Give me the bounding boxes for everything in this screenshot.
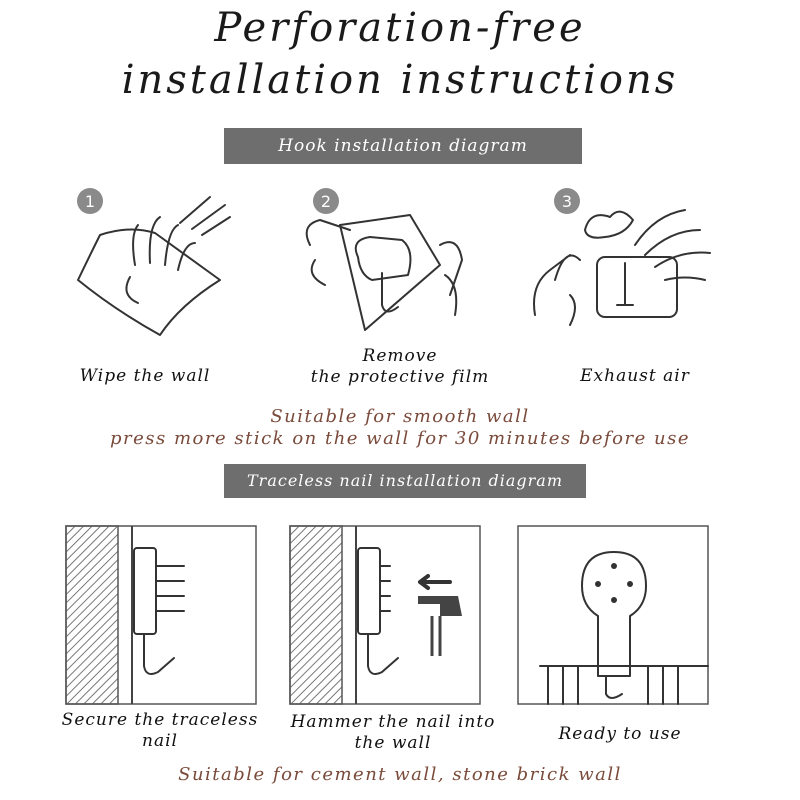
step-1-caption: Wipe the wall xyxy=(79,366,211,386)
nail-note: Suitable for cement wall, stone brick wa… xyxy=(178,764,622,785)
step-number-badge: 1 xyxy=(77,188,103,214)
hand-wiping-cloth-icon: 1 xyxy=(77,188,231,336)
nail-step-2-caption: Hammer the nail into the wall xyxy=(290,712,496,753)
step-3-number: 3 xyxy=(562,192,572,211)
title-line-1: Perforation-free xyxy=(214,5,586,51)
hands-peeling-film-icon: 2 xyxy=(305,188,463,331)
hook-section-banner: Hook installation diagram xyxy=(224,128,582,164)
nail-step-1-caption: Secure the traceless nail xyxy=(61,710,259,751)
nail-step-3-caption: Ready to use xyxy=(558,724,682,744)
hook-note-line-2: press more stick on the wall for 30 minu… xyxy=(110,428,690,449)
step-2-caption: Remove the protective film xyxy=(310,346,490,387)
step-2-number: 2 xyxy=(321,192,331,211)
title-line-2: installation instructions xyxy=(121,57,679,103)
hook-note-line-1: Suitable for smooth wall xyxy=(270,406,530,427)
step-1-number: 1 xyxy=(85,192,95,211)
mounted-hook-icon xyxy=(517,525,709,705)
step-3-caption: Exhaust air xyxy=(580,366,690,386)
hammer-icon xyxy=(289,525,481,705)
wall-bracket-icon xyxy=(65,525,257,705)
nail-section-banner: Traceless nail installation diagram xyxy=(224,464,586,498)
hand-pressing-hook-icon: 3 xyxy=(533,188,711,326)
